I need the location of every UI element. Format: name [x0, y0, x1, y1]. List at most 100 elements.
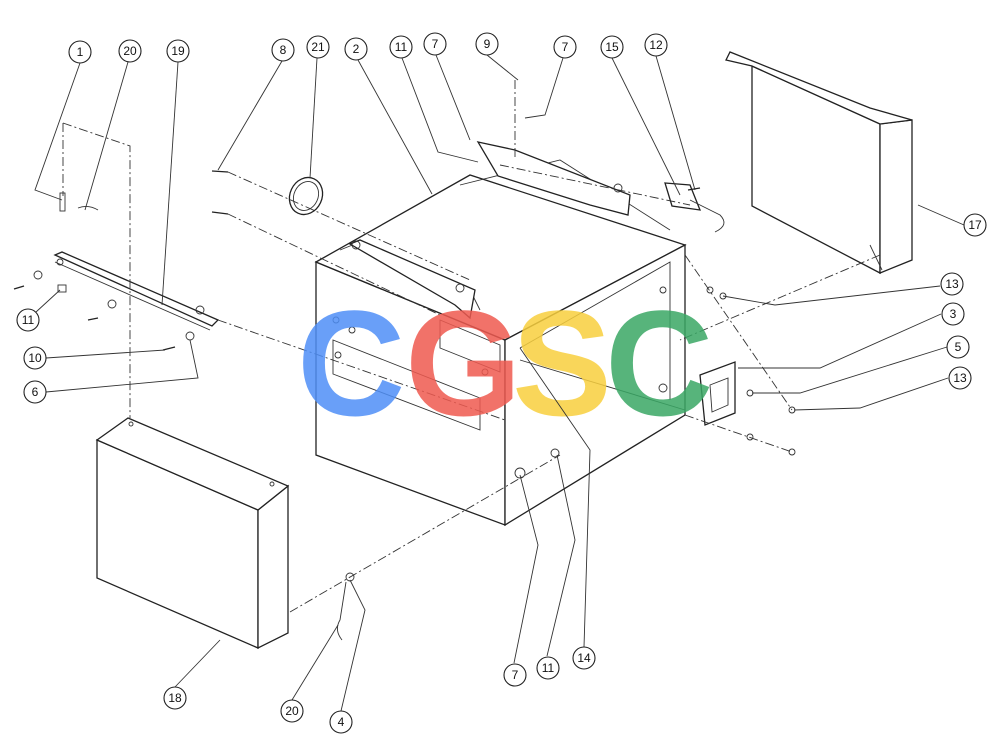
leader-c23: [519, 347, 591, 648]
leader-c13: [917, 204, 965, 226]
bolt-part-10: [162, 346, 176, 351]
callout-label: 4: [338, 715, 345, 729]
callout-label: 7: [432, 37, 439, 51]
leader-c17: [793, 377, 949, 411]
callout-9: 9: [475, 32, 499, 56]
rail-body: [53, 251, 220, 327]
leader-lines: [34, 54, 965, 712]
leader-c25: [291, 624, 339, 701]
lower-left-cover: [95, 417, 290, 650]
assembly-line-right-cover: [679, 254, 881, 341]
callout-label: 11: [542, 661, 555, 675]
main-box-housing: [314, 159, 687, 527]
side-plate-window: [709, 377, 729, 413]
washer-lower: [746, 433, 754, 441]
right-hole-4: [658, 383, 668, 393]
right-cover: [725, 51, 913, 275]
screw-upper: [211, 170, 229, 173]
nut-upper-b: [706, 286, 714, 294]
callout-label: 11: [395, 40, 408, 54]
nut-part-13-b: [788, 448, 796, 456]
callout-label: 1: [77, 45, 84, 59]
latch-pin: [59, 192, 66, 212]
callout-7-top-left: 7: [423, 32, 447, 56]
callout-label: 11: [22, 313, 35, 327]
hinge-bracket: [664, 182, 725, 233]
washer-part-6: [185, 331, 195, 341]
callout-label: 6: [32, 385, 39, 399]
washer-left-2: [107, 299, 117, 309]
rail-bolt-1: [56, 258, 64, 266]
leader-c19: [45, 349, 166, 359]
latch-clip: [77, 205, 99, 211]
lower-cover-hole-2: [269, 481, 275, 487]
callout-label: 5: [955, 340, 962, 354]
callout-19: 19: [166, 39, 190, 63]
right-side-plate: [699, 286, 796, 456]
leader-c5: [309, 57, 318, 179]
callout-11-bottom: 11: [536, 656, 560, 680]
screws-part-8: [211, 170, 229, 215]
callout-label: 13: [945, 277, 959, 291]
callout-label: 20: [285, 704, 299, 718]
front-cutout-upper: [332, 339, 481, 431]
leader-c3: [161, 61, 179, 306]
o-ring: [288, 176, 324, 216]
assembly-lines: [62, 80, 881, 613]
callout-11-top: 11: [389, 35, 413, 59]
lower-cover-side: [257, 484, 289, 650]
front-bracket-body: [348, 239, 476, 320]
callout-20-upper-left: 20: [118, 39, 142, 63]
front-cutout-lower: [439, 319, 501, 373]
rail-bolt-2: [195, 305, 205, 315]
callout-label: 19: [171, 44, 185, 58]
nut-left-11: [57, 284, 67, 293]
front-hole-3: [334, 351, 342, 359]
right-cover-top: [725, 51, 913, 125]
assembly-line-left-top: [62, 122, 131, 418]
right-cover-front: [751, 64, 881, 275]
assembly-line-hinge: [499, 164, 691, 206]
top-latch: [59, 192, 99, 212]
leader-c4: [217, 60, 283, 171]
rail-lip: [54, 261, 211, 331]
callout-10: 10: [23, 346, 47, 370]
callout-label: 18: [168, 691, 182, 705]
callout-2: 2: [344, 37, 368, 61]
assembly-line-right-lower: [684, 414, 793, 453]
callout-label: 12: [649, 38, 663, 52]
callout-1-upper-left: 1: [68, 40, 92, 64]
callout-12: 12: [644, 33, 668, 57]
watermark: C G S C: [297, 279, 713, 447]
callout-15: 15: [600, 35, 624, 59]
callout-17: 17: [963, 213, 987, 237]
left-mounting-rail: [53, 251, 220, 331]
callout-label: 17: [968, 218, 982, 232]
front-hole-2: [348, 326, 356, 334]
bracket-nut-2: [351, 240, 361, 250]
leader-c18: [35, 289, 61, 313]
callout-11-left: 11: [16, 308, 40, 332]
bracket-nut-1: [613, 183, 623, 193]
callout-7-top-right: 7: [553, 35, 577, 59]
bottom-latch-clip: [337, 581, 347, 641]
front-hole-1: [332, 316, 340, 324]
front-hole-4: [481, 368, 489, 376]
leader-c21: [513, 474, 539, 664]
leader-c24: [174, 639, 221, 688]
main-box-inner-edge: [519, 261, 671, 400]
callout-label: 15: [605, 40, 619, 54]
right-hole-3: [659, 286, 667, 294]
callout-label: 2: [353, 42, 360, 56]
callout-20-bottom: 20: [280, 699, 304, 723]
right-cover-inner: [869, 244, 883, 271]
right-cover-side: [879, 119, 913, 274]
leader-c2: [84, 61, 129, 211]
watermark-letter-g: G: [405, 279, 522, 447]
leader-c10: [524, 57, 564, 119]
screw-lower: [211, 211, 229, 215]
bolt-left-1: [13, 285, 25, 290]
leader-c22: [546, 454, 576, 657]
callout-5: 5: [946, 335, 970, 359]
